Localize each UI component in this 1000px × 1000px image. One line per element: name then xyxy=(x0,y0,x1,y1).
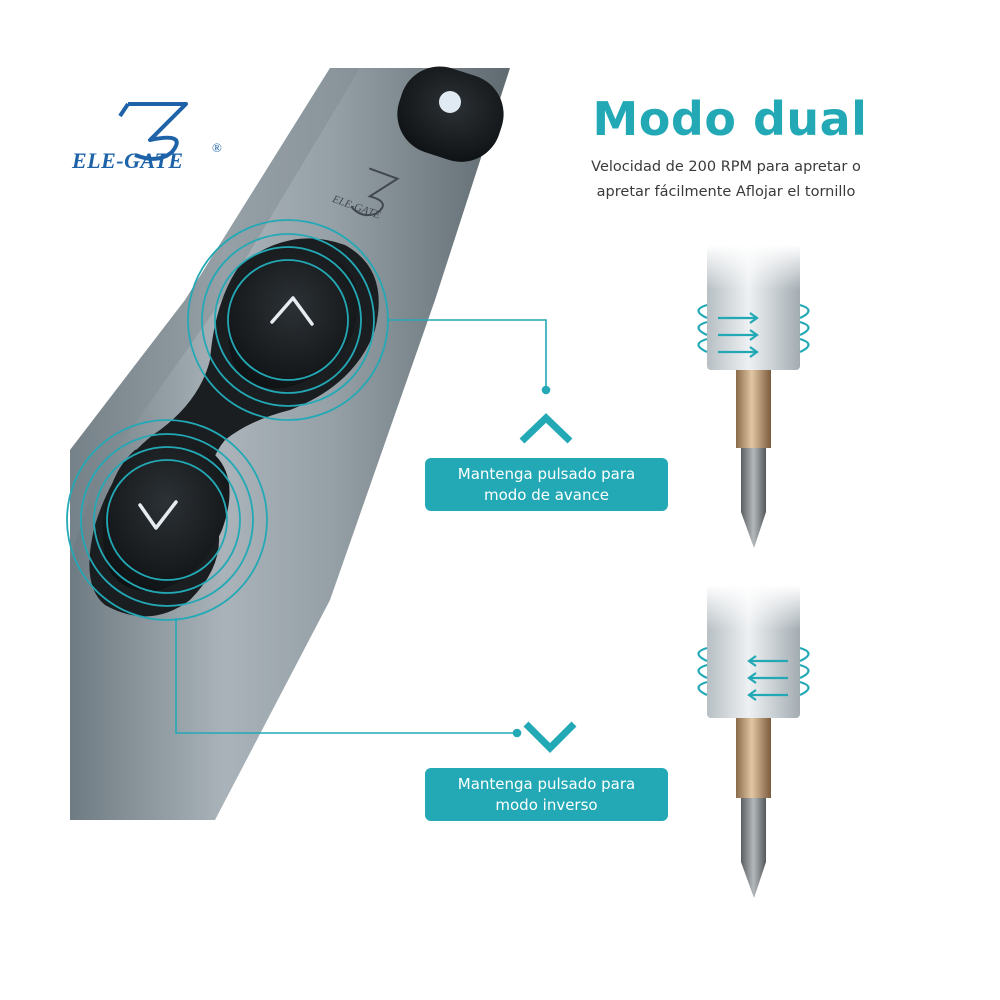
reverse-callout-line-1: Mantenga pulsado para xyxy=(457,774,636,793)
forward-mode-callout: Mantenga pulsado para modo de avance xyxy=(425,458,668,511)
page-subtitle: Velocidad de 200 RPM para apretar o apre… xyxy=(556,155,896,205)
bit-reverse-illustration xyxy=(697,585,810,898)
screwdriver-pen-body xyxy=(70,68,510,820)
brand-logo-mark xyxy=(118,102,188,161)
page-title: Modo dual xyxy=(592,92,868,146)
rotation-arrows-icon xyxy=(697,646,810,701)
rotation-arrows-icon xyxy=(697,303,810,358)
reverse-callout-line-2: modo inverso xyxy=(495,795,598,814)
registered-mark: ® xyxy=(212,140,222,155)
chevron-down-icon xyxy=(523,721,577,753)
reverse-ripple-rings xyxy=(66,419,268,621)
subtitle-line-1: Velocidad de 200 RPM para apretar o xyxy=(591,159,861,175)
subtitle-line-2: apretar fácilmente Aflojar el tornillo xyxy=(596,184,856,200)
led-indicator xyxy=(397,66,504,162)
forward-connector-line xyxy=(388,319,551,395)
forward-callout-line-1: Mantenga pulsado para xyxy=(457,464,636,483)
chevron-down-icon xyxy=(138,500,178,530)
chevron-up-icon xyxy=(270,296,314,326)
chevron-up-icon xyxy=(519,413,573,444)
brand-logo-text: ELE-GATE xyxy=(72,148,184,173)
forward-callout-line-2: modo de avance xyxy=(483,485,609,504)
reverse-button[interactable] xyxy=(102,442,230,591)
reverse-mode-callout: Mantenga pulsado para modo inverso xyxy=(425,768,668,821)
forward-ripple-rings xyxy=(187,219,389,421)
reverse-connector-line xyxy=(175,618,522,738)
bit-forward-illustration xyxy=(697,245,810,548)
forward-button[interactable] xyxy=(227,251,358,389)
